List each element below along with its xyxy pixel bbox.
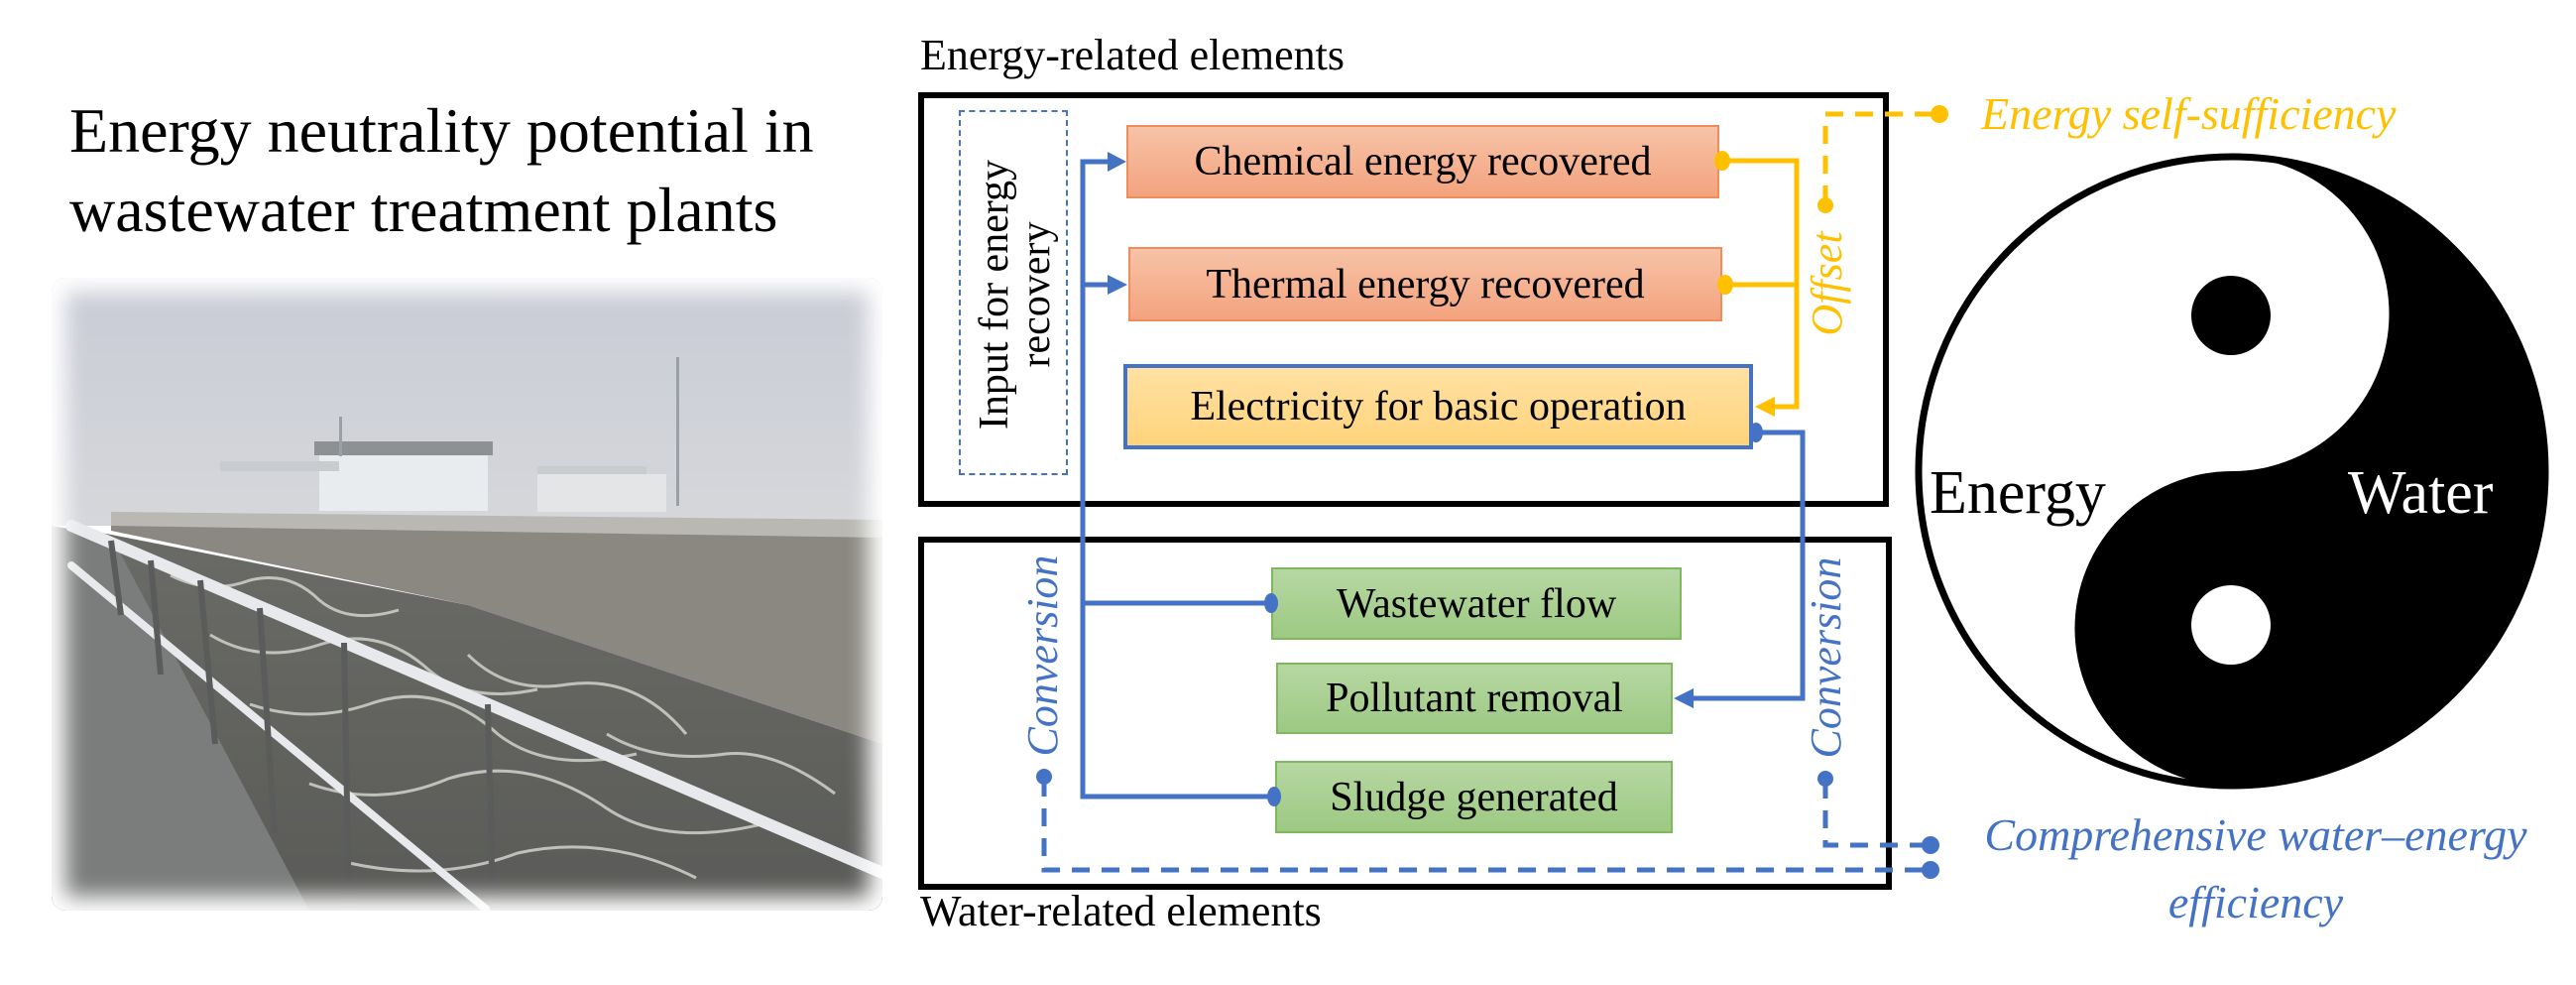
pollutant-removal-box: Pollutant removal — [1276, 663, 1673, 734]
energy-self-sufficiency-label: Energy self-sufficiency — [1981, 88, 2397, 139]
comprehensive-efficiency-dot-lower — [1922, 861, 1939, 879]
chemical-energy-recovered-label: Chemical energy recovered — [1194, 139, 1652, 185]
figure-title: Energy neutrality potential in wastewate… — [69, 91, 814, 250]
water-section-label: Water-related elements — [920, 887, 1322, 935]
self-sufficiency-end-dot — [1931, 105, 1948, 123]
thermal-energy-recovered-box: Thermal energy recovered — [1128, 247, 1722, 321]
photo-railing-posts — [108, 540, 496, 911]
title-line-2: wastewater treatment plants — [69, 175, 778, 245]
chemical-energy-recovered-box: Chemical energy recovered — [1126, 125, 1719, 198]
photo-foam — [170, 573, 836, 880]
wastewater-flow-label: Wastewater flow — [1336, 580, 1617, 627]
electricity-basic-operation-label: Electricity for basic operation — [1190, 384, 1687, 430]
input-for-energy-recovery-box: Input for energy recovery — [959, 110, 1068, 475]
photo-tank-top — [111, 512, 882, 538]
photo-lamp-pole — [676, 357, 679, 506]
photo-railing — [65, 520, 882, 911]
yin-yang-water-label: Water — [2348, 459, 2494, 527]
electricity-basic-operation-box: Electricity for basic operation — [1123, 364, 1753, 449]
photo-tank-wall — [111, 516, 882, 744]
photo-building — [319, 451, 488, 511]
input-for-energy-recovery-label: Input for energy recovery — [972, 159, 1059, 431]
photo-illustration — [52, 278, 882, 911]
wastewater-flow-box: Wastewater flow — [1271, 567, 1682, 640]
treatment-plant-photo — [52, 278, 882, 911]
yin-yang-energy-label: Energy — [1930, 459, 2106, 527]
water-elements-frame — [918, 537, 1892, 890]
photo-building-roof — [314, 441, 493, 455]
thermal-energy-recovered-label: Thermal energy recovered — [1206, 261, 1645, 308]
offset-label: Offset — [1803, 231, 1851, 336]
energy-section-label: Energy-related elements — [920, 31, 1345, 79]
yin-yang-bottom-dot — [2191, 585, 2271, 665]
comprehensive-efficiency-line-2: efficiency — [2167, 877, 2344, 927]
comprehensive-efficiency-label: Comprehensive water–energy efficiency — [1943, 801, 2568, 936]
photo-lamp-pole — [339, 417, 342, 456]
comprehensive-efficiency-line-1: Comprehensive water–energy — [1984, 809, 2527, 860]
comprehensive-efficiency-dot-upper — [1922, 836, 1939, 854]
right-conversion-label: Conversion — [1802, 556, 1850, 759]
photo-walkway — [52, 526, 309, 911]
photo-canopy — [220, 461, 339, 471]
yin-yang-top-dot — [2191, 276, 2271, 355]
left-conversion-label: Conversion — [1018, 554, 1067, 757]
sludge-generated-label: Sludge generated — [1330, 774, 1618, 820]
sludge-generated-box: Sludge generated — [1275, 761, 1673, 833]
photo-building — [537, 474, 666, 512]
energy-elements-frame — [918, 92, 1889, 507]
pollutant-removal-label: Pollutant removal — [1326, 676, 1623, 721]
photo-canopy — [537, 466, 646, 474]
title-line-1: Energy neutrality potential in — [69, 95, 814, 166]
